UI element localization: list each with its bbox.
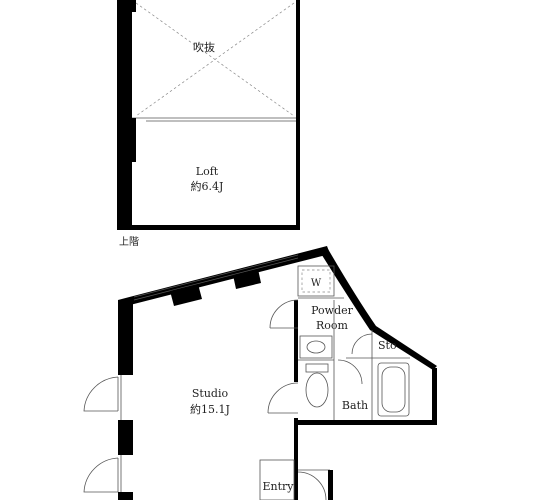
bath-label: Bath bbox=[342, 399, 368, 412]
void-cross-b bbox=[135, 2, 295, 117]
studio-partition-lower bbox=[294, 418, 298, 500]
loft-area: 約6.4J bbox=[191, 179, 224, 193]
studio-left-wall-top bbox=[118, 300, 133, 375]
powder-room-label-1: Powder bbox=[311, 304, 354, 317]
studio-label: Studio bbox=[192, 387, 229, 400]
curved-exterior-wall bbox=[320, 249, 437, 370]
window-band bbox=[133, 254, 299, 301]
loft-right-wall bbox=[296, 0, 300, 230]
washer-box bbox=[297, 265, 335, 297]
loft-left-wall bbox=[117, 0, 132, 230]
studio-left-wall-bottom bbox=[118, 492, 133, 500]
entry-door bbox=[297, 471, 327, 500]
bathtub bbox=[377, 362, 410, 417]
upper-floor: 吹抜 Loft 約6.4J 上階 bbox=[117, 0, 300, 248]
toilet-bowl bbox=[305, 372, 329, 408]
entry-box bbox=[259, 459, 295, 500]
toilet-door bbox=[267, 382, 299, 414]
studio-left-wall-mid bbox=[118, 420, 133, 455]
loft-bottom-wall bbox=[117, 225, 300, 230]
studio-area: 約15.1J bbox=[190, 402, 230, 416]
studio-partition bbox=[294, 300, 298, 382]
void-label: 吹抜 bbox=[193, 40, 215, 54]
powder-door bbox=[269, 299, 299, 329]
wet-area-bottom-wall bbox=[296, 420, 437, 425]
loft-ladder-post bbox=[132, 118, 136, 162]
entry-right-wall bbox=[328, 470, 333, 500]
powder-room-label-2: Room bbox=[316, 319, 349, 332]
left-door-2 bbox=[83, 457, 119, 493]
storage-door bbox=[351, 333, 373, 355]
washer-label: W bbox=[311, 278, 322, 289]
main-floor: W Powder Room Sto Bath bbox=[83, 246, 437, 500]
bath-door bbox=[337, 359, 363, 385]
toilet-tank bbox=[305, 363, 329, 373]
loft-notch bbox=[132, 0, 136, 12]
upper-floor-label: 上階 bbox=[119, 236, 139, 248]
sink bbox=[299, 335, 333, 359]
entry-label: Entry bbox=[262, 480, 294, 493]
loft-label: Loft bbox=[196, 165, 219, 178]
storage-label: Sto bbox=[378, 339, 397, 352]
column-1 bbox=[170, 284, 202, 306]
left-door-1 bbox=[83, 376, 119, 412]
column-2 bbox=[233, 269, 261, 289]
east-wall bbox=[432, 368, 437, 424]
